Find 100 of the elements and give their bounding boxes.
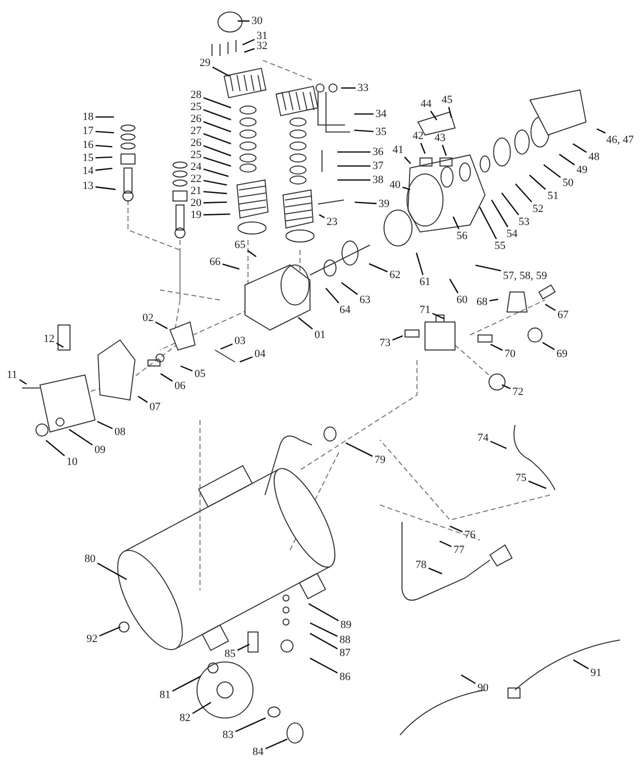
callout-number: 41 — [392, 144, 404, 156]
leader-line — [203, 133, 232, 144]
callout-number: 90 — [478, 682, 488, 694]
leader-line — [244, 48, 255, 53]
leader-line — [99, 626, 121, 636]
callout-number: 27 — [190, 125, 202, 137]
leader-line — [442, 144, 447, 156]
leader-line — [310, 622, 338, 637]
callout-number: 25 — [190, 149, 202, 161]
leader-line — [420, 142, 426, 154]
callout-number: 29 — [200, 57, 210, 69]
callout-number: 69 — [556, 348, 568, 360]
leader-line — [237, 644, 250, 651]
callout-number: 86 — [340, 671, 350, 683]
leader-line — [346, 442, 373, 457]
callout-number: 48 — [588, 151, 600, 163]
leader-line — [490, 440, 507, 450]
leader-line — [180, 365, 193, 372]
callout-number: 43 — [434, 132, 446, 144]
leader-line — [337, 179, 370, 181]
callout-number: 80 — [84, 553, 96, 565]
leader-line — [203, 156, 232, 167]
callout-number: 44 — [420, 98, 432, 110]
callout-number: 50 — [562, 177, 574, 189]
leader-line — [265, 738, 288, 750]
callout-number: 15 — [82, 152, 94, 164]
callout-number: 75 — [516, 472, 526, 484]
leader-line — [203, 214, 230, 216]
callout-number: 63 — [360, 294, 370, 306]
leader-line — [529, 174, 546, 190]
callout-number: 17 — [82, 125, 94, 137]
leader-line — [203, 202, 227, 204]
leader-line — [439, 540, 452, 548]
leader-line — [543, 164, 561, 178]
callout-number: 72 — [512, 386, 524, 398]
leader-line — [95, 156, 112, 158]
callout-number: 07 — [150, 401, 160, 413]
callout-number: 78 — [416, 559, 426, 571]
leader-line — [573, 659, 589, 670]
callout-number: 55 — [494, 240, 506, 252]
callout-number: 52 — [532, 203, 544, 215]
callout-number: 62 — [390, 269, 400, 281]
callout-number: 19 — [190, 209, 202, 221]
leader-line — [479, 206, 497, 240]
leader-line — [392, 335, 403, 341]
callout-number: 64 — [340, 304, 350, 316]
leader-line — [558, 154, 575, 166]
callout-number: 09 — [94, 444, 106, 456]
callout-number: 20 — [190, 197, 202, 209]
leader-line — [341, 87, 356, 89]
callout-number: 25 — [190, 101, 202, 113]
leader-line — [235, 717, 266, 732]
callout-number: 36 — [372, 146, 384, 158]
leader-line — [501, 192, 520, 216]
leader-line — [68, 428, 93, 446]
callout-number: 70 — [504, 348, 516, 360]
callout-number: 01 — [314, 329, 326, 341]
leader-line — [95, 144, 112, 148]
callout-number: 26 — [190, 137, 202, 149]
leader-line — [155, 322, 168, 330]
leader-line — [160, 373, 173, 382]
leader-line — [515, 184, 532, 202]
leader-line — [240, 356, 253, 363]
leader-line — [491, 200, 508, 228]
callout-number: 81 — [160, 689, 170, 701]
callout-number: 38 — [372, 174, 384, 186]
leader-line — [95, 130, 114, 134]
callout-number: 46, 47 — [606, 134, 634, 146]
callout-number: 56 — [456, 230, 468, 242]
leader-line — [428, 568, 442, 574]
callout-number: 12 — [44, 333, 54, 345]
callout-number: 02 — [142, 312, 154, 324]
leader-line — [489, 298, 498, 302]
leader-line — [341, 282, 358, 295]
callout-number: 18 — [82, 111, 94, 123]
callout-number: 87 — [340, 647, 350, 659]
callout-number: 84 — [252, 746, 264, 758]
callout-number: 76 — [464, 529, 476, 541]
leader-line — [95, 168, 112, 171]
leader-line — [97, 562, 127, 580]
callout-number: 60 — [456, 294, 468, 306]
callout-number: 91 — [590, 667, 602, 679]
leader-line — [212, 66, 230, 77]
leader-line — [310, 658, 338, 674]
leader-line — [97, 420, 113, 430]
leader-line — [310, 632, 338, 650]
callout-number: 31 — [256, 30, 268, 42]
leader-line — [354, 113, 374, 115]
callout-number: 06 — [174, 380, 186, 392]
callout-number: 34 — [376, 108, 386, 120]
leader-line — [247, 250, 256, 258]
callout-number: 33 — [358, 82, 368, 94]
leader-line — [242, 38, 255, 46]
callout-number: 40 — [390, 179, 400, 191]
callout-number: 68 — [476, 296, 488, 308]
leader-line — [416, 252, 424, 276]
callout-number: 10 — [66, 456, 78, 468]
leader-line — [19, 379, 27, 385]
callout-number: 05 — [194, 368, 206, 380]
leader-line — [308, 603, 339, 622]
